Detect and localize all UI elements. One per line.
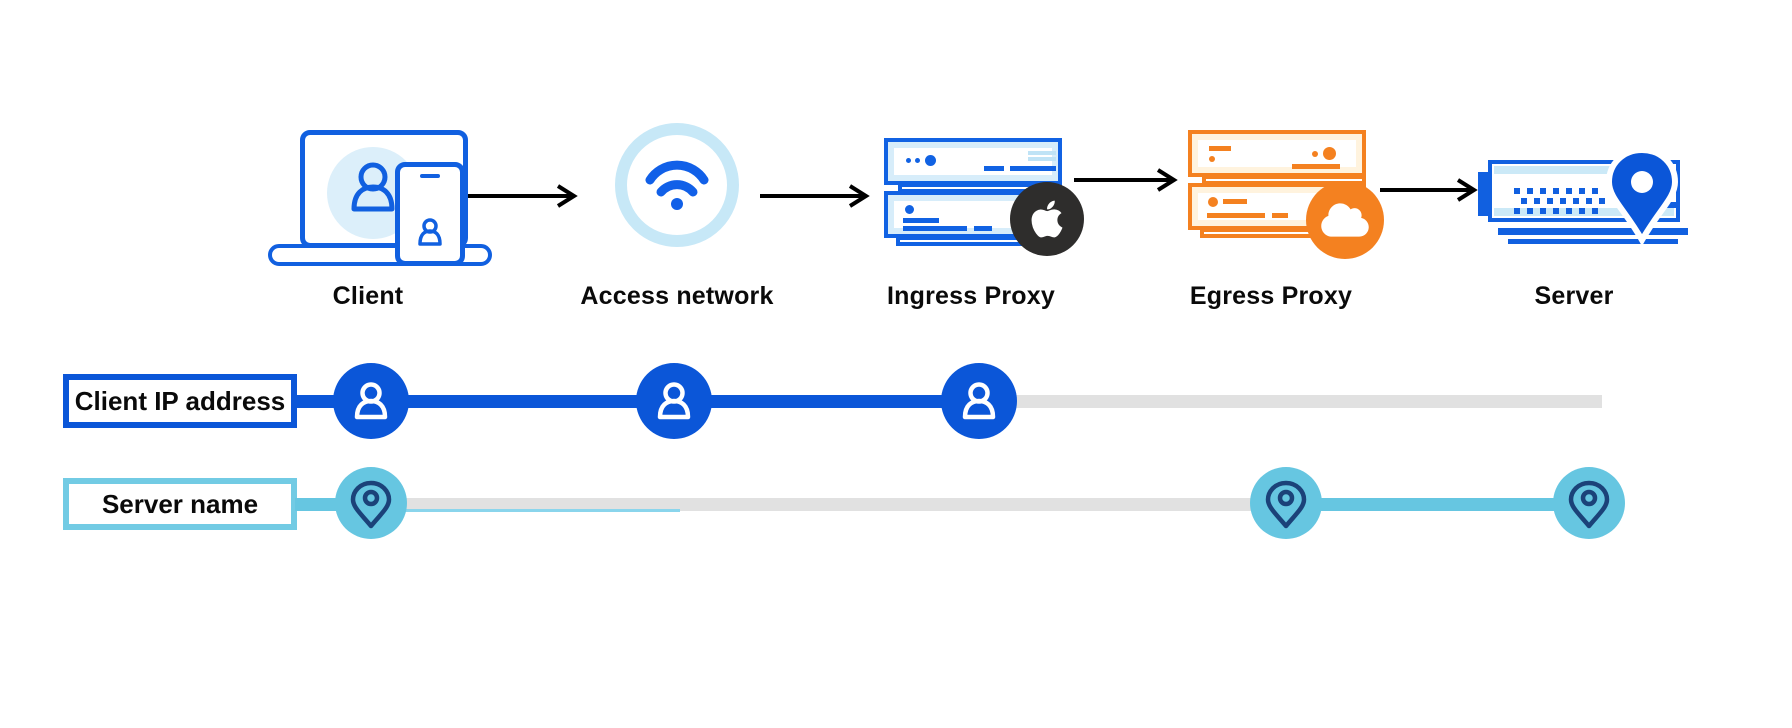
flow-arrow <box>468 182 580 215</box>
server-icon <box>1478 146 1718 256</box>
flow-arrow <box>760 182 872 215</box>
decoration-line <box>903 226 967 231</box>
location-pin-marker <box>1250 467 1322 539</box>
location-pin-marker <box>335 467 407 539</box>
user-icon <box>962 382 996 420</box>
decoration-line <box>1272 213 1288 218</box>
decoration-line <box>1292 164 1340 169</box>
client-ip-address-label: Client IP address <box>74 385 286 416</box>
decoration-line <box>903 218 939 223</box>
node-label-access-network: Access network <box>580 282 774 310</box>
user-icon <box>418 218 442 246</box>
location-pin-icon <box>1265 480 1307 529</box>
user-icon <box>354 382 388 420</box>
node-label-egress-proxy: Egress Proxy <box>1189 282 1353 310</box>
apple-logo-badge <box>1010 182 1084 256</box>
decoration-dot <box>1209 156 1215 162</box>
location-pin-icon <box>1568 480 1610 529</box>
decoration-line <box>1010 166 1056 171</box>
decoration-dot <box>905 205 914 214</box>
node-label-client: Client <box>332 282 404 310</box>
decoration-line <box>1209 146 1231 151</box>
decoration-dot <box>1312 151 1318 157</box>
user-marker <box>636 363 712 439</box>
decoration-dot <box>1208 197 1218 207</box>
server-shadow-line <box>1498 228 1688 235</box>
client-device-icon <box>262 122 492 272</box>
decoration-line <box>1207 213 1265 218</box>
server-name-track-active-segment <box>1286 498 1589 511</box>
access-network-icon <box>615 123 739 247</box>
user-marker <box>333 363 409 439</box>
server-name-label: Server name <box>101 488 259 519</box>
flow-arrow <box>1074 166 1180 199</box>
phone-notch <box>420 174 440 178</box>
egress-proxy-icon <box>1188 130 1384 259</box>
location-pin-icon <box>1605 146 1679 246</box>
decoration-dot <box>915 158 920 163</box>
location-pin-marker <box>1553 467 1625 539</box>
server-name-label-box: Server name <box>63 478 297 530</box>
decoration-line <box>974 226 992 231</box>
decoration-dot <box>925 155 936 166</box>
server-unit <box>884 138 1062 185</box>
server-name-track-faded-segment <box>371 498 1286 511</box>
decoration-dot <box>906 158 911 163</box>
client-ip-address-label-box: Client IP address <box>63 374 297 428</box>
server-shadow-line <box>1508 239 1678 244</box>
decoration-line <box>1223 199 1247 204</box>
node-label-ingress-proxy: Ingress Proxy <box>887 282 1055 310</box>
user-icon <box>351 162 395 212</box>
wifi-icon <box>645 160 709 210</box>
server-name-track-thin-line <box>373 509 680 512</box>
apple-logo-icon <box>1031 200 1063 238</box>
decoration-stripe <box>1494 166 1674 174</box>
flow-arrow <box>1380 176 1480 209</box>
server-unit <box>1188 130 1366 177</box>
cloudflare-logo-icon <box>1321 203 1369 237</box>
client-ip-track-faded-segment <box>979 395 1602 408</box>
phone-icon <box>395 162 465 266</box>
decoration-line <box>1028 157 1056 161</box>
ingress-proxy-icon <box>884 138 1084 256</box>
node-label-server: Server <box>1534 282 1614 310</box>
location-pin-icon <box>350 480 392 529</box>
decoration-dot <box>1323 147 1336 160</box>
user-icon <box>657 382 691 420</box>
decoration-line <box>1028 151 1056 155</box>
decoration-dot-grid <box>1514 188 1605 214</box>
decoration-line <box>984 166 1004 171</box>
user-marker <box>941 363 1017 439</box>
cloudflare-logo-badge <box>1306 181 1384 259</box>
